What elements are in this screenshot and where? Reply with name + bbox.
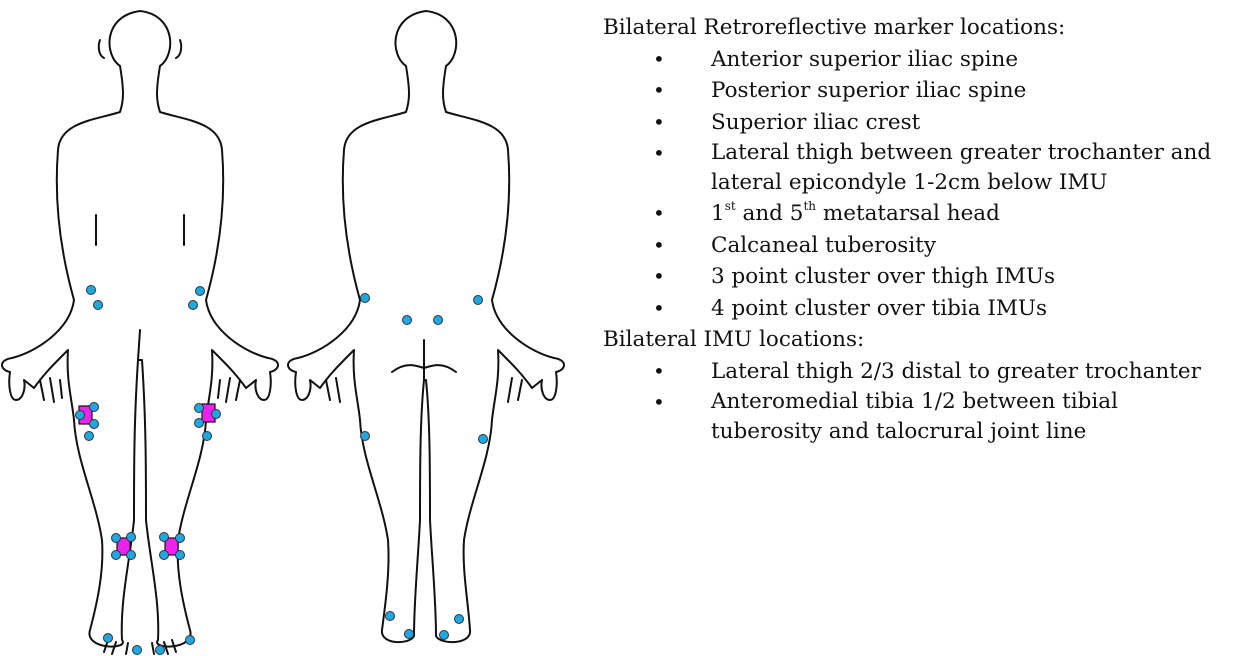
marker-thigh-cluster <box>212 410 221 419</box>
marker-psis <box>434 316 443 325</box>
marker-tibia-cluster <box>160 533 169 542</box>
marker-thigh-cluster <box>195 419 204 428</box>
retroreflective-markers <box>76 286 488 655</box>
list-item: 3 point cluster over thigh IMUs <box>603 261 1233 293</box>
marker-lateral-thigh <box>85 432 94 441</box>
marker-tibia-cluster <box>160 551 169 560</box>
markers-heading: Bilateral Retroreflective marker locatio… <box>603 12 1233 44</box>
marker-list: Anterior superior iliac spine Posterior … <box>603 44 1233 325</box>
marker-thigh-cluster <box>90 403 99 412</box>
marker-tibia-cluster <box>127 533 136 542</box>
front-body-outline <box>2 11 278 654</box>
list-item: Superior iliac crest <box>603 107 1233 139</box>
marker-lateral-thigh-back <box>361 432 370 441</box>
back-body-outline <box>288 11 564 642</box>
marker-tibia-cluster <box>112 551 121 560</box>
list-item: Lateral thigh 2/3 distal to greater troc… <box>603 356 1233 388</box>
marker-metatarsal <box>156 646 165 655</box>
marker-thigh-cluster <box>90 420 99 429</box>
marker-iliac-crest-back <box>361 294 370 303</box>
marker-iliac-crest-right <box>94 301 103 310</box>
marker-asis-right <box>87 286 96 295</box>
marker-metatarsal <box>186 636 195 645</box>
marker-iliac-crest-back <box>474 296 483 305</box>
marker-metatarsal-back <box>386 612 395 621</box>
marker-tibia-cluster <box>176 534 185 543</box>
metatarsal-text-pre: 1 <box>711 201 725 226</box>
marker-psis <box>403 316 412 325</box>
metatarsal-text-post: metatarsal head <box>816 201 1000 226</box>
marker-calcaneus <box>440 631 449 640</box>
list-item: Calcaneal tuberosity <box>603 230 1233 262</box>
list-item: Posterior superior iliac spine <box>603 75 1233 107</box>
marker-asis-left <box>196 287 205 296</box>
list-item: 1st and 5th metatarsal head <box>603 198 1233 230</box>
marker-tibia-cluster <box>127 551 136 560</box>
marker-legend: Bilateral Retroreflective marker locatio… <box>603 12 1233 447</box>
superscript-th: th <box>803 199 816 213</box>
marker-calcaneus <box>405 630 414 639</box>
imu-list: Lateral thigh 2/3 distal to greater troc… <box>603 356 1233 448</box>
imu-heading: Bilateral IMU locations: <box>603 324 1233 356</box>
marker-tibia-cluster <box>112 534 121 543</box>
metatarsal-text-mid: and 5 <box>736 201 804 226</box>
list-item: Anterior superior iliac spine <box>603 44 1233 76</box>
list-item: Anteromedial tibia 1/2 between tibial tu… <box>603 387 1233 447</box>
marker-metatarsal <box>104 634 113 643</box>
superscript-st: st <box>725 199 736 213</box>
marker-metatarsal <box>133 646 142 655</box>
marker-thigh-cluster <box>76 411 85 420</box>
marker-lateral-thigh-back <box>479 435 488 444</box>
marker-tibia-cluster <box>176 551 185 560</box>
list-item: 4 point cluster over tibia IMUs <box>603 293 1233 325</box>
body-marker-diagram <box>0 0 600 656</box>
list-item: Lateral thigh between greater trochanter… <box>603 138 1233 198</box>
marker-metatarsal-back <box>455 615 464 624</box>
marker-thigh-cluster <box>195 404 204 413</box>
marker-iliac-crest-left <box>189 301 198 310</box>
marker-lateral-thigh <box>203 432 212 441</box>
